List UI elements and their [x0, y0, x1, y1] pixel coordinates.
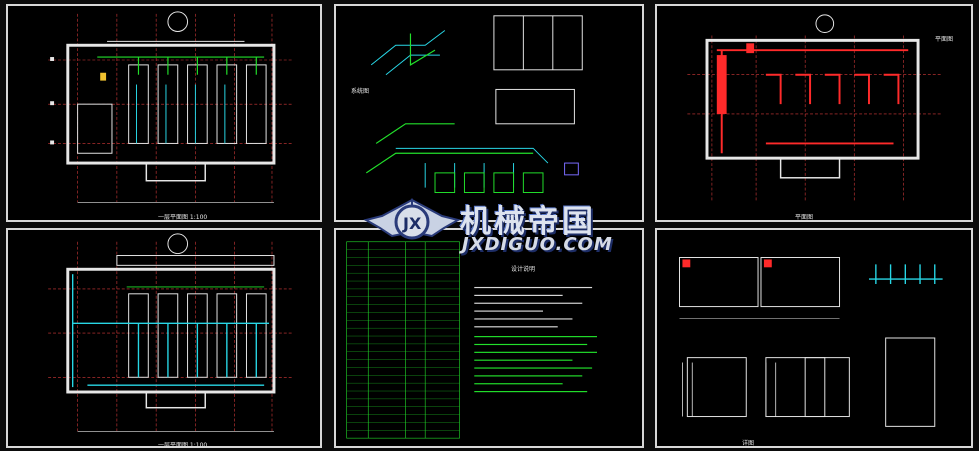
- drawing-sheet-plan-2: 一层平面图 1:100: [6, 228, 322, 448]
- sheet-3-corner-label: 平面图: [935, 36, 954, 43]
- sheet-4-caption: 一层平面图 1:100: [158, 442, 208, 448]
- sheet-3-caption: 平面图: [795, 214, 814, 221]
- details-drawing: [679, 257, 943, 427]
- sheet-6-caption: 详图: [742, 440, 755, 447]
- drawing-sheet-notes: 设计说明: [334, 228, 644, 448]
- sheet-5-caption: 设计说明: [511, 266, 536, 273]
- notes-drawing: [346, 241, 597, 439]
- drawing-sheet-plan-1: 一层平面图 1:100: [6, 4, 322, 222]
- system-diagram-drawing: [365, 15, 583, 194]
- plan-2-drawing: [48, 233, 294, 432]
- plan-1-drawing: [48, 11, 294, 203]
- drawing-sheet-system: 系统图: [334, 4, 644, 222]
- sheet-2-caption: 系统图: [351, 88, 370, 95]
- drawing-sheet-details: 详图: [655, 228, 973, 448]
- drawing-sheet-plan-red: 平面图 平面图: [655, 4, 973, 222]
- plan-red-drawing: [687, 14, 943, 203]
- sheet-1-caption: 一层平面图 1:100: [158, 214, 208, 221]
